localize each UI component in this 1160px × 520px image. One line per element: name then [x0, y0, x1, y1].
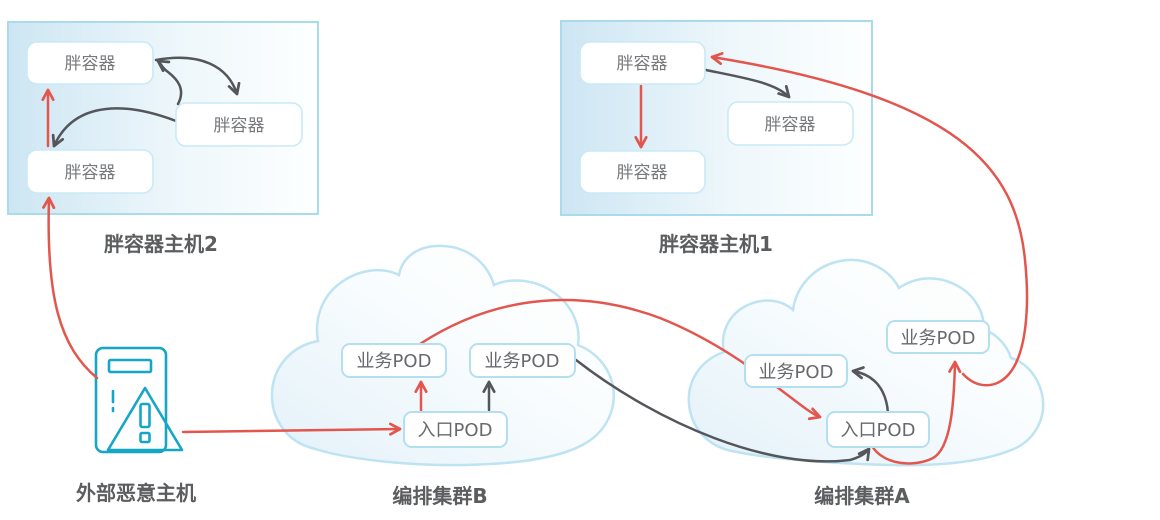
edge-host2-c2-to-c1 — [156, 59, 183, 106]
server-warning-icon — [94, 346, 184, 454]
attacker-caption: 外部恶意主机 — [76, 481, 196, 505]
clusterB-entry-pod: 入口POD — [403, 411, 508, 448]
host2-container-1: 胖容器 — [26, 41, 154, 85]
pod-box — [886, 320, 990, 354]
edge-clusterA-entry-to-business2 — [870, 360, 962, 465]
container-label: 胖容器 — [765, 115, 816, 135]
edge-host1-c1-to-c2 — [704, 68, 791, 99]
edge-clusterB-business2-to-clusterA-entry — [574, 358, 871, 463]
clusterA-caption: 编排集群A — [814, 484, 910, 508]
warning-exclamation-bar — [139, 402, 151, 429]
pod-label: 入口POD — [418, 420, 493, 441]
server-body — [94, 346, 168, 454]
server-slot — [107, 358, 153, 374]
pod-label: 业务POD — [357, 351, 432, 372]
host2-caption: 胖容器主机2 — [103, 232, 218, 256]
host1-container-2: 胖容器 — [727, 101, 854, 146]
clusterA-entry-pod: 入口POD — [826, 411, 930, 448]
edge-attacker-to-host2-c3 — [42, 196, 99, 380]
pod-box — [341, 343, 447, 378]
pod-box — [744, 354, 848, 388]
container-box — [727, 101, 854, 146]
container-label: 胖容器 — [65, 163, 116, 183]
pod-label: 入口POD — [841, 420, 916, 441]
pod-box — [826, 411, 930, 448]
clusterA-business-pod-2: 业务POD — [886, 320, 990, 354]
host1-container-1: 胖容器 — [579, 41, 706, 85]
cluster-a-cloud — [687, 258, 1045, 467]
host1-container-3: 胖容器 — [579, 150, 706, 194]
host1-caption: 胖容器主机1 — [658, 232, 773, 256]
pod-box — [469, 343, 576, 378]
warning-triangle-icon — [106, 386, 184, 452]
host2-container-2: 胖容器 — [175, 102, 303, 147]
edge-host2-c2-to-c3 — [51, 107, 178, 148]
pod-label: 业务POD — [485, 351, 560, 372]
edge-host2-c1-to-c2 — [154, 56, 241, 96]
clusterB-caption: 编排集群B — [392, 484, 487, 508]
pod-box — [403, 411, 508, 448]
clusterB-business-pod-2: 业务POD — [469, 343, 576, 378]
container-label: 胖容器 — [65, 54, 116, 74]
container-label: 胖容器 — [214, 116, 265, 136]
container-box — [579, 41, 706, 85]
container-box — [579, 150, 706, 194]
container-box — [175, 102, 303, 147]
clusterA-business-pod-1: 业务POD — [744, 354, 848, 388]
edge-clusterB-business1-to-clusterA-entry — [418, 298, 822, 421]
host2-container-3: 胖容器 — [26, 149, 154, 194]
edge-clusterA-business2-to-host1-c1 — [710, 52, 1029, 387]
warning-exclamation-dot — [139, 431, 151, 444]
pod-label: 业务POD — [901, 328, 976, 349]
container-box — [26, 41, 154, 85]
edge-attacker-to-clusterB-entry — [181, 422, 402, 436]
container-label: 胖容器 — [617, 54, 668, 74]
container-box — [26, 149, 154, 194]
pod-label: 业务POD — [759, 362, 834, 383]
clusterB-business-pod-1: 业务POD — [341, 343, 447, 378]
container-label: 胖容器 — [617, 163, 668, 183]
